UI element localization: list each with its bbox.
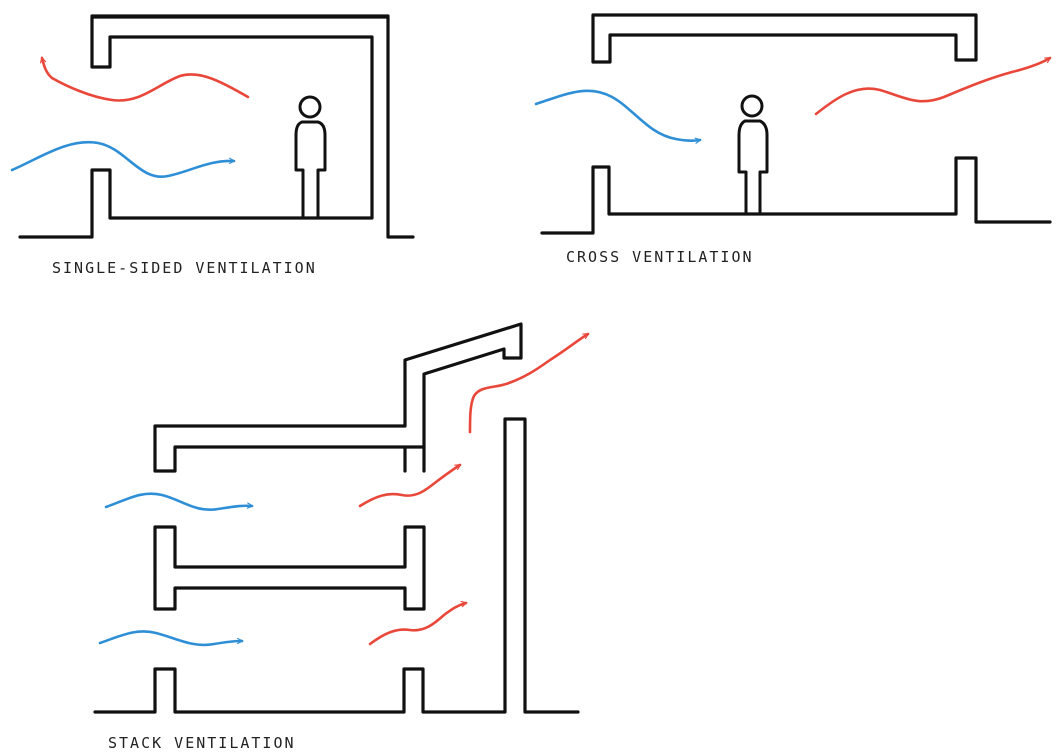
cool-air-arrow-icon xyxy=(10,140,234,178)
person-icon xyxy=(294,95,327,220)
cool-air-arrow-icon xyxy=(98,630,242,647)
warm-air-arrow-icon xyxy=(368,603,466,646)
warm-air-arrow-icon xyxy=(814,56,1050,116)
single-sided-diagram: SINGLE-SIDED VENTILATION xyxy=(10,14,415,277)
warm-air-arrow-icon xyxy=(42,58,250,102)
cross-diagram: CROSS VENTILATION xyxy=(534,13,1052,266)
stack-caption: STACK VENTILATION xyxy=(108,734,296,752)
warm-air-arrow-icon xyxy=(468,332,588,434)
building-section xyxy=(18,14,415,239)
building-section xyxy=(540,13,1052,235)
cross-caption: CROSS VENTILATION xyxy=(566,248,754,266)
building-section xyxy=(93,322,580,714)
person-icon xyxy=(737,94,769,216)
stack-diagram: STACK VENTILATION xyxy=(93,322,588,752)
cool-air-arrow-icon xyxy=(534,89,700,141)
warm-air-arrow-icon xyxy=(358,463,460,508)
cool-air-arrow-icon xyxy=(104,492,252,512)
single-sided-caption: SINGLE-SIDED VENTILATION xyxy=(52,259,317,277)
